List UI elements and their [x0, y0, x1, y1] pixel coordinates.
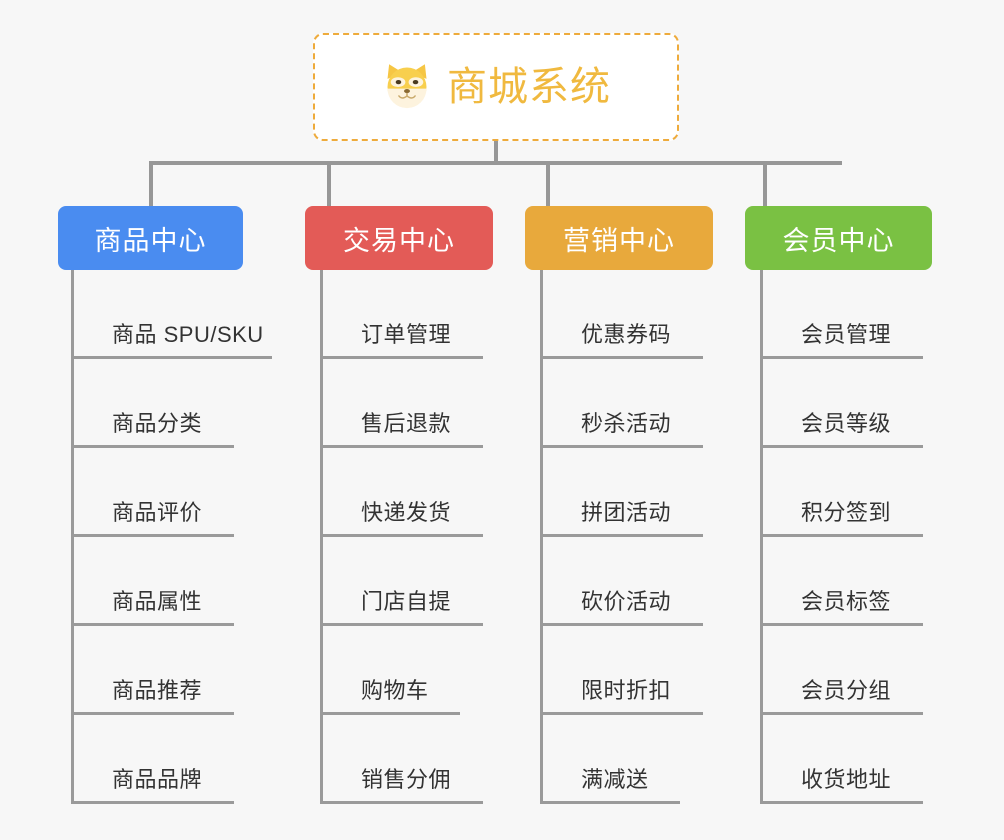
leaf-item-underline [763, 356, 923, 359]
leaf-item-underline [74, 445, 234, 448]
leaf-item-label: 满减送 [581, 767, 649, 792]
leaf-item-label: 商品推荐 [112, 678, 203, 703]
shiba-dog-face-icon [387, 64, 427, 109]
connector-drop-3 [546, 161, 550, 207]
category-node-4[interactable]: 会员中心 [745, 206, 932, 270]
leaf-item-label: 购物车 [361, 678, 429, 703]
leaf-item-underline [74, 534, 234, 537]
leaf-column-rail [540, 270, 543, 804]
leaf-item-label: 快递发货 [361, 500, 452, 525]
leaf-item-underline [323, 801, 483, 804]
connector-drop-2 [327, 161, 331, 207]
leaf-column-rail [71, 270, 74, 804]
leaf-item-label: 砍价活动 [581, 589, 672, 614]
leaf-item-underline [543, 623, 703, 626]
leaf-item-underline [74, 623, 234, 626]
leaf-item-underline [763, 623, 923, 626]
leaf-item-label: 收货地址 [801, 767, 892, 792]
leaf-item-label: 限时折扣 [581, 678, 672, 703]
category-label: 商品中心 [94, 225, 207, 256]
leaf-item-label: 会员分组 [801, 678, 892, 703]
leaf-item-underline [543, 445, 703, 448]
leaf-item-underline [543, 801, 680, 804]
leaf-item-underline [763, 534, 923, 537]
leaf-item-underline [543, 534, 703, 537]
leaf-item-label: 销售分佣 [361, 767, 452, 792]
leaf-item-underline [74, 712, 234, 715]
leaf-item-underline [763, 801, 923, 804]
leaf-item-underline [323, 445, 483, 448]
category-label: 会员中心 [782, 225, 895, 256]
leaf-column-rail [320, 270, 323, 804]
connector-drop-4 [763, 161, 767, 207]
leaf-item-underline [74, 801, 234, 804]
leaf-item-underline [543, 712, 703, 715]
leaf-item-label: 售后退款 [361, 411, 452, 436]
leaf-item-underline [323, 712, 460, 715]
leaf-item-label: 门店自提 [361, 589, 452, 614]
connector-drop-1 [149, 161, 153, 207]
leaf-item-label: 秒杀活动 [581, 411, 672, 436]
leaf-item-underline [763, 712, 923, 715]
leaf-item-label: 会员管理 [801, 322, 892, 347]
leaf-item-underline [74, 356, 272, 359]
leaf-item-label: 订单管理 [361, 322, 452, 347]
leaf-item-underline [323, 534, 483, 537]
category-node-1[interactable]: 商品中心 [58, 206, 243, 270]
leaf-item-underline [323, 356, 483, 359]
root-title: 商城系统 [447, 65, 611, 109]
leaf-item-label: 积分签到 [801, 500, 892, 525]
leaf-item-label: 会员等级 [801, 411, 892, 436]
leaf-item-label: 商品评价 [112, 500, 203, 525]
leaf-item-label: 拼团活动 [581, 500, 672, 525]
category-label: 交易中心 [343, 225, 455, 256]
root-node[interactable]: 商城系统 [313, 33, 679, 141]
leaf-column-rail [760, 270, 763, 804]
leaf-item-label: 优惠券码 [581, 322, 672, 347]
leaf-item-label: 商品分类 [112, 411, 203, 436]
leaf-item-underline [543, 356, 703, 359]
connector-root-drop [494, 141, 498, 164]
leaf-item-underline [323, 623, 483, 626]
connector-horizontal-bus [149, 161, 842, 165]
category-node-2[interactable]: 交易中心 [305, 206, 493, 270]
leaf-item-label: 会员标签 [801, 589, 892, 614]
category-label: 营销中心 [563, 225, 675, 256]
category-node-3[interactable]: 营销中心 [525, 206, 713, 270]
leaf-item-label: 商品品牌 [112, 767, 203, 792]
leaf-item-label: 商品 SPU/SKU [112, 322, 264, 347]
leaf-item-underline [763, 445, 923, 448]
leaf-item-label: 商品属性 [112, 589, 203, 614]
